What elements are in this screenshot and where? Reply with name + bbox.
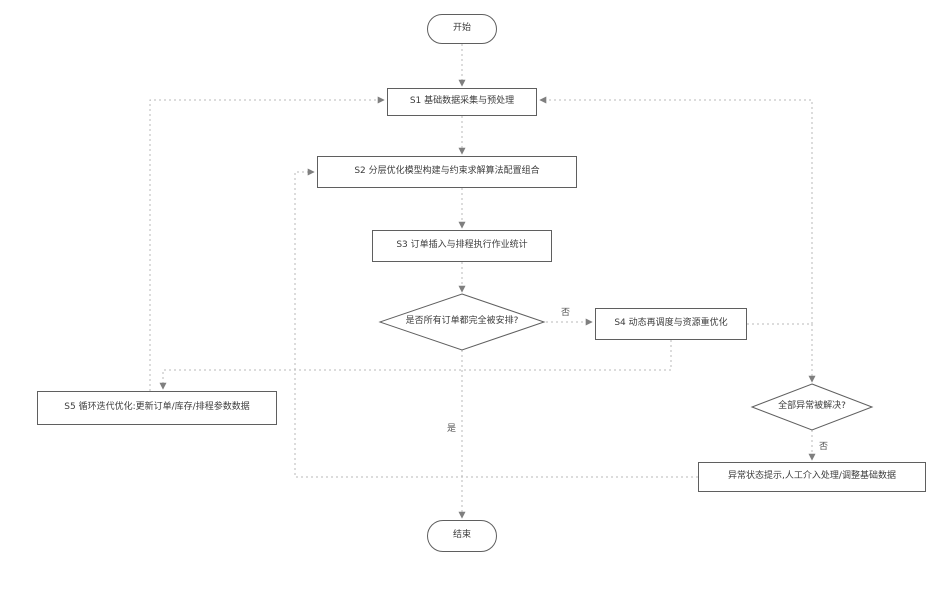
edge-label-d1-no: 否	[560, 308, 572, 318]
edge-label-d1-yes: 是	[446, 424, 458, 434]
edge-s4-s5	[159, 340, 672, 390]
node-d2: 全部异常被解决?	[778, 401, 846, 412]
edge-s5-s1	[149, 96, 385, 391]
node-end: 结束	[427, 520, 497, 552]
node-d1: 是否所有订单都完全被安排?	[405, 316, 519, 327]
node-start: 开始	[427, 14, 497, 44]
node-s3: S3 订单插入与排程执行作业统计	[372, 230, 552, 262]
edge-label-d2-no: 否	[818, 442, 830, 452]
edge-d2-s1	[539, 96, 813, 324]
edge-manual-s2	[294, 168, 698, 478]
node-manual-intervention: 异常状态提示,人工介入处理/调整基础数据	[698, 462, 926, 492]
node-s2: S2 分层优化模型构建与约束求解算法配置组合	[317, 156, 577, 188]
node-s4: S4 动态再调度与资源重优化	[595, 308, 747, 340]
decision-anomalies-resolved-shape	[750, 383, 874, 431]
decision-orders-scheduled-shape	[378, 293, 546, 351]
node-s5: S5 循环迭代优化:更新订单/库存/排程参数数据	[37, 391, 277, 425]
node-s1: S1 基础数据采集与预处理	[387, 88, 537, 116]
